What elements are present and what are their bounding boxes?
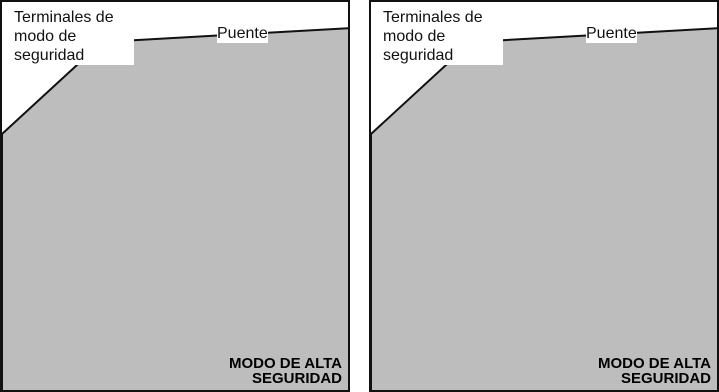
terminals-label: Terminales de modo de seguridad xyxy=(14,8,134,65)
mode-label: MODO DE ALTA SEGURIDAD xyxy=(598,356,711,386)
diagram-panel-right: Terminales de modo de seguridad Puente M… xyxy=(369,0,719,392)
terminals-label: Terminales de modo de seguridad xyxy=(383,8,503,65)
circuit-board xyxy=(2,27,348,390)
mode-label: MODO DE ALTA SEGURIDAD xyxy=(229,356,342,386)
circuit-board xyxy=(371,27,717,390)
mode-label-line2: SEGURIDAD xyxy=(620,370,711,387)
mode-label-line1: MODO DE ALTA xyxy=(228,355,342,372)
bridge-label: Puente xyxy=(586,24,637,43)
mode-label-line1: MODO DE ALTA xyxy=(597,355,711,372)
bridge-label: Puente xyxy=(217,24,268,43)
mode-label-line2: SEGURIDAD xyxy=(251,370,342,387)
diagram-panel-left: Terminales de modo de seguridad Puente M… xyxy=(0,0,350,392)
